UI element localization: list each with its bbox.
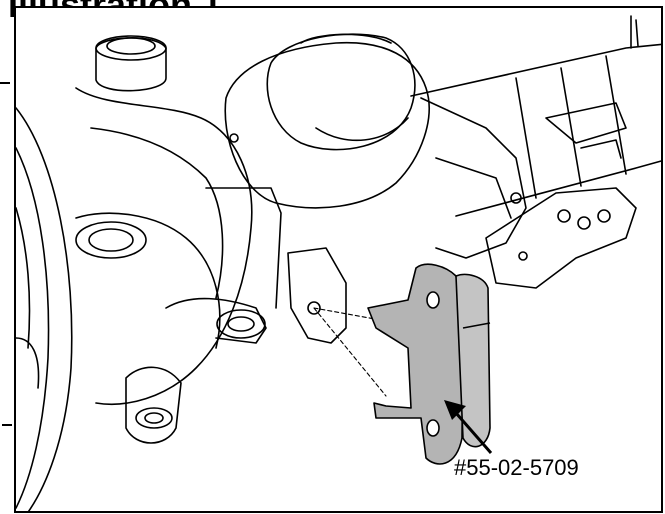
steering-knuckle — [75, 35, 282, 444]
housing-tab — [287, 247, 347, 344]
callout-arrow — [444, 400, 493, 454]
illustration-frame — [14, 6, 663, 513]
differential-housing — [224, 33, 528, 261]
axle-tube — [410, 15, 661, 217]
edge-mark-top — [0, 82, 10, 84]
alignment-guides — [313, 307, 437, 397]
axle-mount-bracket — [485, 187, 637, 289]
edge-mark-bottom — [2, 424, 12, 426]
part-number-label: #55-02-5709 — [454, 455, 579, 480]
brake-rotor — [16, 107, 73, 511]
axle-drawing — [16, 15, 661, 511]
bracket-part — [367, 263, 491, 465]
